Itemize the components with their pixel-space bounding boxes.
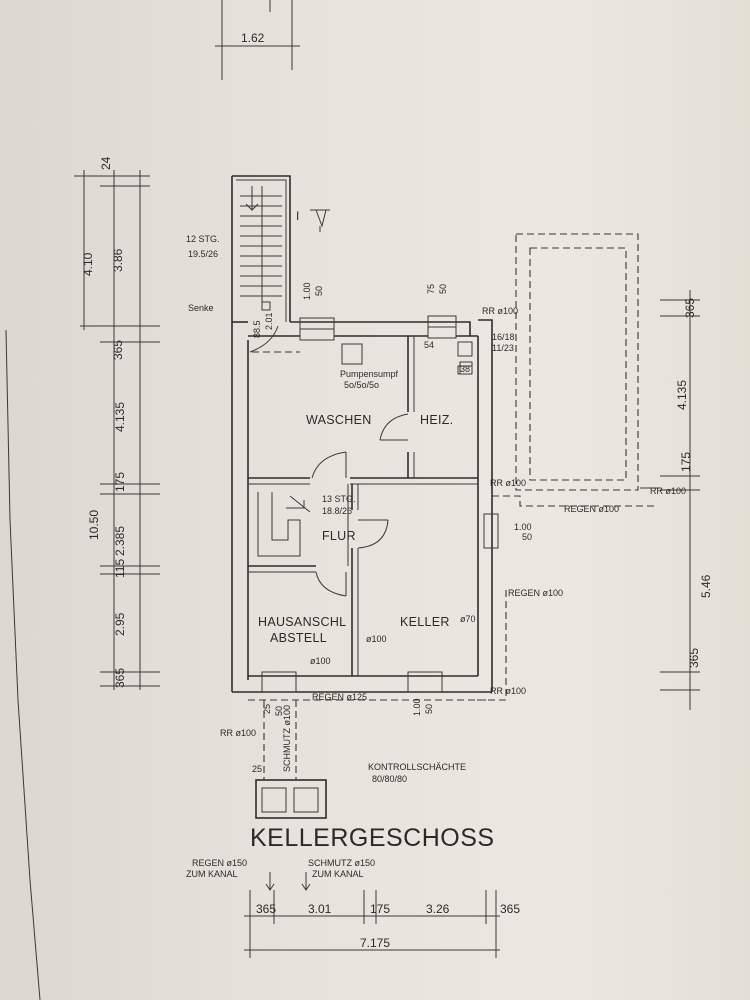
top-dimension: 1.62 (215, 0, 300, 80)
note-stair-lower: 13 STG. (322, 494, 356, 504)
dim-left-1050: 10.50 (87, 510, 101, 540)
stair-upper (240, 186, 282, 311)
doors (311, 413, 409, 597)
dim-left-365-a: 365 (111, 340, 125, 360)
note-rr-100-e: RR ø100 (220, 728, 256, 738)
dim-left-386: 3.86 (111, 248, 125, 272)
room-keller: KELLER (400, 615, 450, 629)
east-windows (261, 513, 499, 693)
dim-left-295: 2.95 (113, 612, 127, 636)
dim-win-75: 75 (426, 284, 436, 294)
dim-win-100-a: 1.00 (302, 282, 312, 300)
sheet-fold-line (5, 329, 41, 1000)
dim-heiz-1618: 16/18 (492, 332, 515, 342)
dim-left-2385: 2.385 (113, 526, 127, 556)
kontrollschaechte (255, 779, 327, 819)
dim-heiz-54: 54 (424, 340, 434, 350)
dim-right-365-b: 365 (687, 648, 701, 668)
note-pumpensumpf-size: 5o/5o/5o (344, 380, 379, 390)
dim-right-175: 175 (679, 452, 693, 472)
dim-bottom-total: 7.175 (360, 936, 390, 950)
dim-win-50-d: 50 (424, 704, 434, 714)
note-kontrollschaechte: KONTROLLSCHÄCHTE (368, 762, 466, 772)
dim-win-100-b: 1.00 (514, 522, 532, 532)
note-rr-100-b: RR ø100 (490, 478, 526, 488)
dim-win-50-e: 50 (274, 706, 284, 716)
stair-lower (257, 492, 311, 557)
dim-bottom-301: 3.01 (308, 902, 332, 916)
dim-manhole-25: 25 (252, 764, 262, 774)
plan-title: KELLERGESCHOSS (250, 824, 495, 852)
drainage (248, 487, 660, 780)
note-schmutz-kanal-2: ZUM KANAL (312, 869, 364, 879)
dim-win-50-c: 50 (522, 532, 532, 542)
note-axis-mark: I (296, 209, 299, 223)
dim-win-50-a: 50 (314, 286, 324, 296)
annex-dashed (515, 233, 639, 491)
dim-left-175: 175 (113, 472, 127, 492)
bottom-dimension-chain (244, 872, 500, 958)
note-stair-lower-ratio: 18.8/26 (322, 506, 352, 516)
note-pumpensumpf: Pumpensumpf (340, 369, 399, 379)
dim-sill-201: 2.01 (264, 312, 274, 330)
note-rr-100-a: RR ø100 (482, 306, 518, 316)
note-stair-upper: 12 STG. (186, 234, 220, 244)
dim-sill-885: 88.5 (252, 320, 262, 338)
dim-left-24: 24 (99, 156, 113, 170)
right-dimension-chain (660, 290, 700, 710)
dim-right-365-a: 365 (683, 298, 697, 318)
north-windows (299, 315, 457, 341)
pumpensumpf-box (341, 343, 363, 365)
dim-win-50-b: 50 (438, 284, 448, 294)
note-regen-100-a: REGEN ø100 (564, 504, 619, 514)
dim-win-25: 25 (262, 704, 272, 714)
section-axis-marker (310, 209, 330, 232)
dim-bottom-326: 3.26 (426, 902, 450, 916)
dim-bottom-175: 175 (370, 902, 390, 916)
dim-left-115: 115 (113, 559, 127, 578)
dim-heiz-1123: 11/23 (492, 343, 514, 353)
note-regen-100-b: REGEN ø100 (508, 588, 563, 598)
note-regen-125: REGEN ø125 (312, 692, 367, 702)
dim-right-546: 5.46 (699, 574, 713, 598)
dim-left-4135: 4.135 (113, 402, 127, 432)
note-rr-100-d: RR ø100 (490, 686, 526, 696)
dim-bottom-365-a: 365 (256, 902, 276, 916)
note-schmutz-100: SCHMUTZ ø100 (282, 705, 292, 772)
room-abstell: ABSTELL (270, 631, 327, 645)
dim-bottom-365-b: 365 (500, 902, 520, 916)
dim-heiz-38: 38 (460, 364, 470, 374)
room-heiz: HEIZ. (420, 413, 453, 427)
room-flur: FLUR (322, 529, 356, 543)
door-swing-stair (249, 325, 279, 353)
note-regen-kanal-2: ZUM KANAL (186, 869, 238, 879)
dim-left-410: 4.10 (81, 252, 95, 276)
dim-top: 1.62 (241, 31, 265, 45)
dim-left-365-b: 365 (113, 668, 127, 688)
room-hausanschl: HAUSANSCHL (258, 615, 346, 629)
note-schmutz-kanal: SCHMUTZ ø150 (308, 858, 375, 868)
dim-right-4135: 4.135 (675, 380, 689, 410)
note-regen-kanal: REGEN ø150 (192, 858, 247, 868)
heiz-fixtures (457, 341, 473, 375)
note-stair-upper-ratio: 19.5/26 (188, 249, 218, 259)
left-dimension-chain (74, 170, 160, 690)
note-rr-100-c: RR ø100 (650, 486, 686, 496)
note-senke: Senke (188, 303, 214, 313)
walls (231, 175, 493, 693)
room-waschen: WASCHEN (306, 413, 372, 427)
note-keller-pipe: ø70 (460, 614, 476, 624)
dim-win-100-c: 1.00 (412, 698, 422, 716)
note-kontrollschaechte-size: 80/80/80 (372, 774, 407, 784)
note-pipe-100-a: ø100 (366, 634, 387, 644)
note-pipe-100-b: ø100 (310, 656, 331, 666)
